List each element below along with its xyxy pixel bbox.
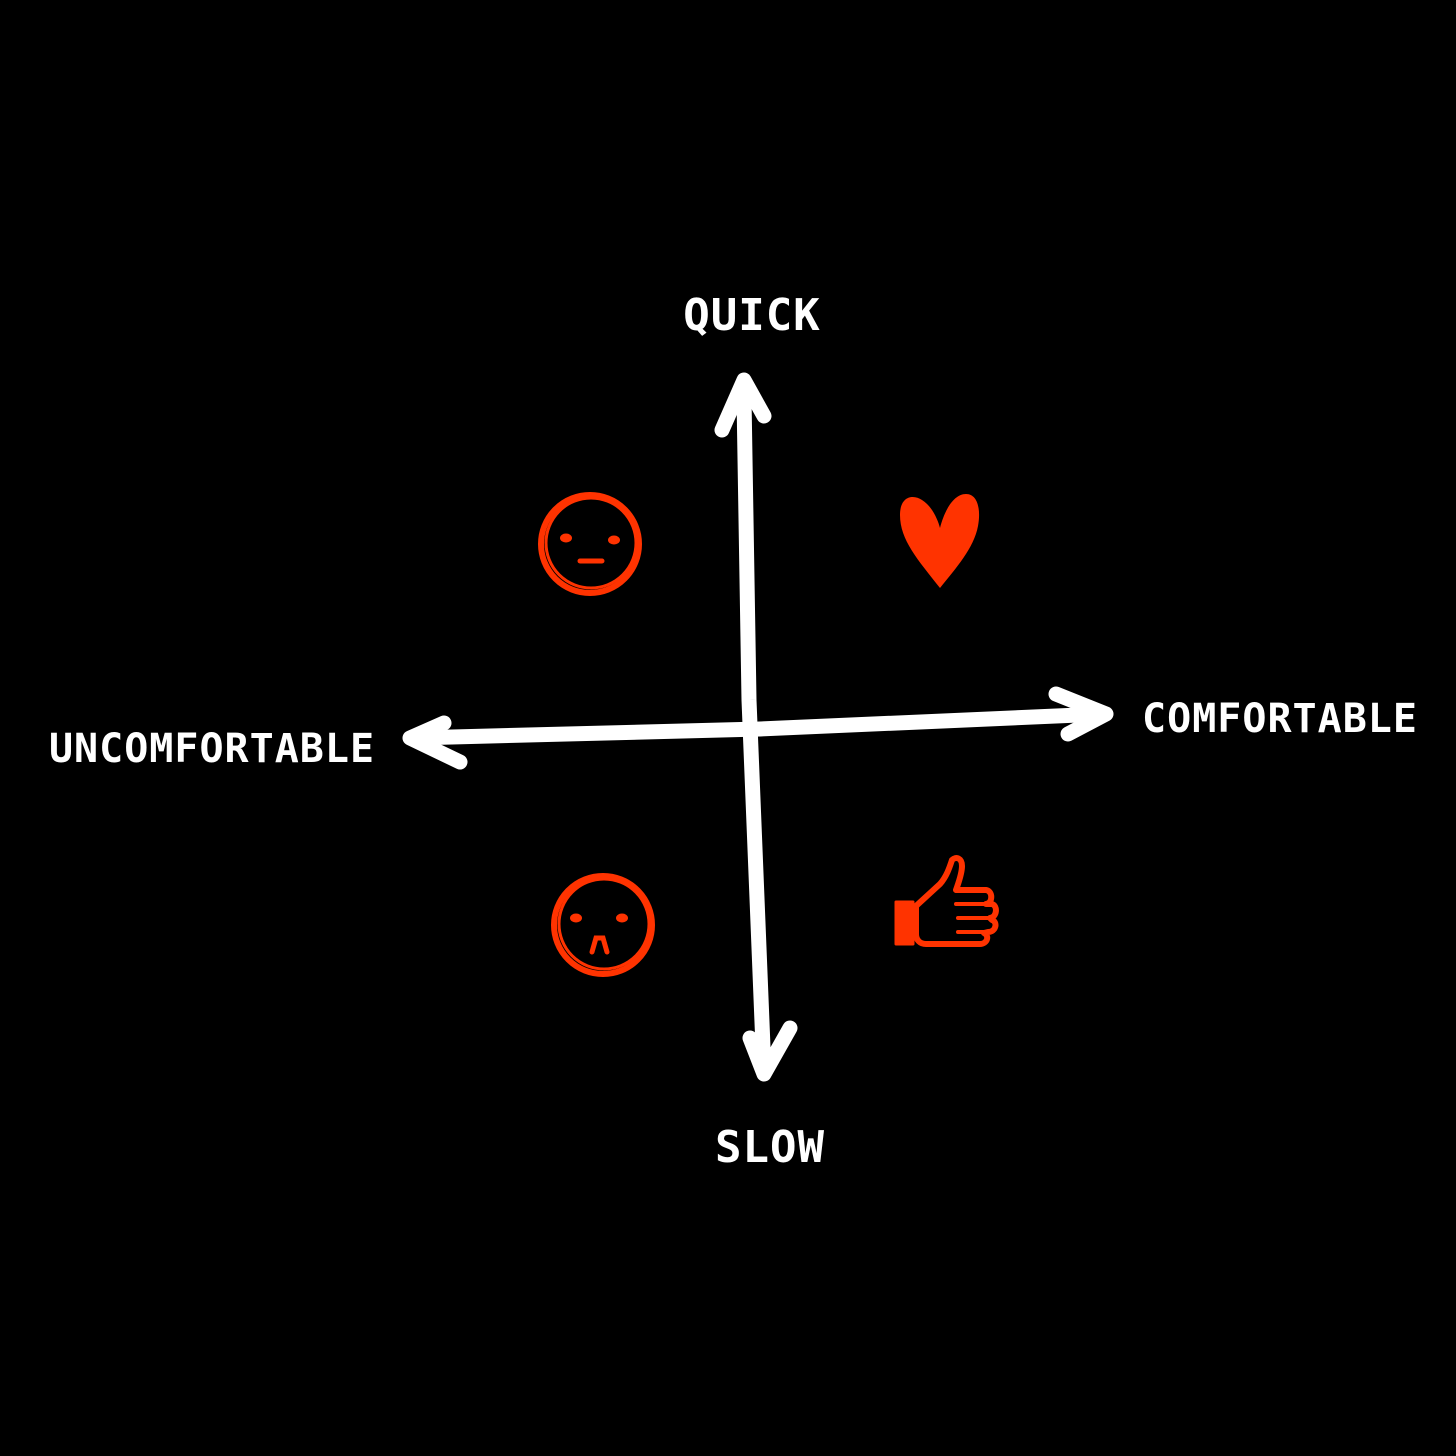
horizontal-axis-arrow-right <box>1048 686 1114 742</box>
thumbs-up-icon <box>894 855 999 947</box>
axis-label-comfortable: COMFORTABLE <box>1142 696 1418 742</box>
neutral-face-outline-sketch <box>544 496 638 590</box>
neutral-face-icon <box>538 492 642 596</box>
horizontal-axis-line <box>406 706 1110 746</box>
neutral-face-outline <box>538 492 642 596</box>
heart-shape <box>900 494 980 588</box>
sad-face-icon <box>551 873 655 977</box>
vertical-axis-arrow-up <box>714 372 772 438</box>
axis-label-quick: QUICK <box>683 290 820 341</box>
vertical-axis-line <box>736 390 772 1080</box>
horizontal-axis-arrow-left <box>402 715 468 770</box>
axis-label-slow: SLOW <box>715 1122 825 1173</box>
thumbs-up-hand <box>913 855 999 947</box>
sad-face-eye-left <box>570 913 582 923</box>
vertical-axis <box>714 372 798 1082</box>
horizontal-axis <box>402 686 1114 770</box>
axis-label-uncomfortable: UNCOMFORTABLE <box>49 726 375 772</box>
neutral-face-eye-left <box>560 533 572 543</box>
thumbs-up-cuff <box>894 900 915 946</box>
vertical-axis-arrow-down <box>742 1020 798 1082</box>
neutral-face-eye-right <box>608 535 620 545</box>
sad-face-mouth <box>589 935 610 955</box>
sad-face-outline-sketch <box>557 877 651 971</box>
heart-icon <box>900 494 980 588</box>
sad-face-eye-right <box>616 913 628 923</box>
sad-face-outline <box>551 873 655 977</box>
